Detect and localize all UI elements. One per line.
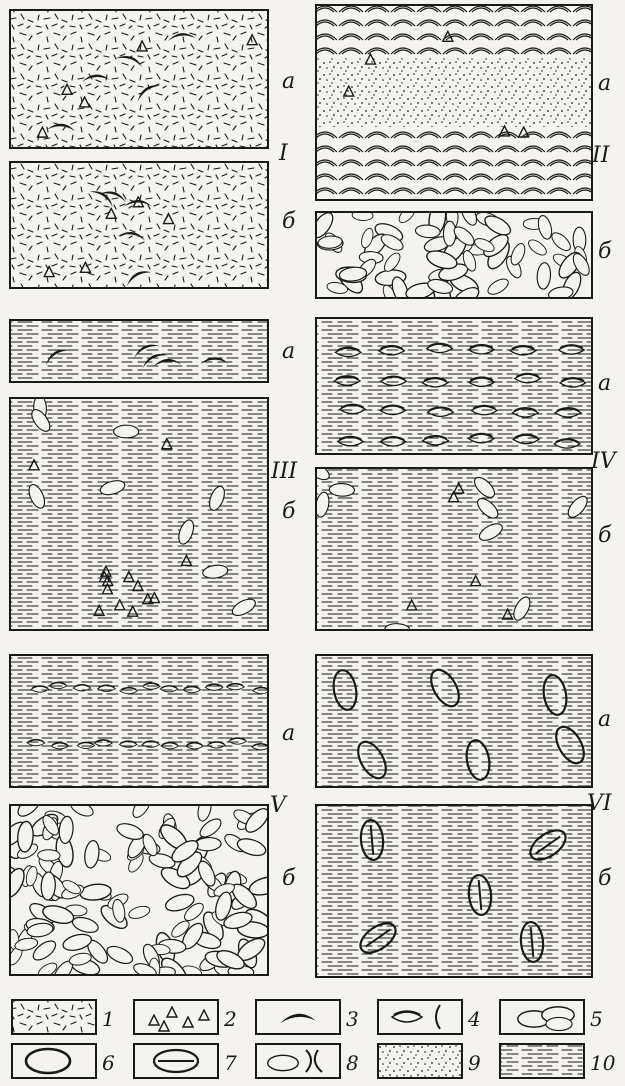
legend-number: 6: [102, 1051, 115, 1075]
legend-item-4: 4: [378, 1000, 481, 1034]
legend-item-6: 6: [12, 1044, 115, 1078]
panel-letter: а: [598, 371, 611, 396]
panel-II-b: б: [308, 201, 612, 312]
legend-number: 9: [468, 1051, 481, 1075]
panel-III-b: б: [10, 395, 296, 630]
triangle-fragments-icon: [134, 1000, 218, 1034]
panel-letter: б: [282, 866, 296, 891]
panel-I-b: б: [10, 162, 296, 288]
legend-item-9: 9: [378, 1044, 481, 1078]
legend-item-8: 8: [256, 1044, 359, 1078]
panel-letter: б: [282, 499, 296, 524]
panel-letter: а: [282, 339, 295, 364]
stipple-icon: [378, 1044, 462, 1078]
horizontal-hatch-icon: [500, 1044, 584, 1078]
panel-III-a: а: [10, 320, 295, 382]
legend-item-10: 10: [500, 1044, 616, 1078]
panel-letter: б: [598, 239, 612, 264]
roman-numeral-I: I: [278, 141, 289, 166]
dash-scatter-icon: [12, 1000, 96, 1034]
roman-numeral-III: III: [270, 459, 298, 484]
panel-letter: а: [282, 69, 295, 94]
oval-curl-icon: [256, 1044, 340, 1078]
legend-number: 7: [224, 1051, 237, 1075]
panel-IV-a: а: [316, 318, 611, 454]
panel-letter: а: [598, 707, 611, 732]
panel-II-a: а: [316, 5, 611, 200]
panel-letter: а: [598, 71, 611, 96]
panel-V-a: а: [10, 655, 295, 787]
panel-IV-b: б: [304, 459, 612, 637]
roman-numeral-IV: IV: [590, 449, 618, 474]
legend-item-5: 5: [500, 1000, 603, 1034]
crescent-icon: [256, 1000, 340, 1034]
oval-with-bar-icon: [134, 1044, 218, 1078]
legend-number: 3: [346, 1007, 359, 1031]
panel-V-b: б: [0, 792, 296, 989]
panel-VI-b: б: [316, 805, 612, 977]
open-oval-icon: [12, 1044, 96, 1078]
oval-cluster-icon: [500, 1000, 584, 1034]
panel-letter: б: [282, 209, 296, 234]
panel-VI-a: а: [316, 655, 611, 787]
legend-number: 4: [467, 1007, 481, 1031]
legend-item-1: 1: [12, 1000, 115, 1034]
legend-number: 8: [346, 1051, 359, 1075]
panel-I-a: а: [10, 10, 295, 148]
roman-numeral-V: V: [270, 793, 288, 818]
legend-item-2: 2: [134, 1000, 237, 1034]
panel-letter: б: [598, 523, 612, 548]
legend-item-3: 3: [256, 1000, 359, 1034]
legend-number: 5: [590, 1007, 603, 1031]
legend-item-7: 7: [134, 1044, 237, 1078]
roman-numeral-II: II: [591, 143, 611, 168]
legend-number: 1: [102, 1007, 115, 1031]
legend-number: 2: [223, 1007, 237, 1031]
curved-shell-icon: [378, 1000, 462, 1034]
legend-number: 10: [590, 1051, 616, 1075]
panel-letter: а: [282, 721, 295, 746]
panel-letter: б: [598, 866, 612, 891]
roman-numeral-VI: VI: [587, 791, 613, 816]
